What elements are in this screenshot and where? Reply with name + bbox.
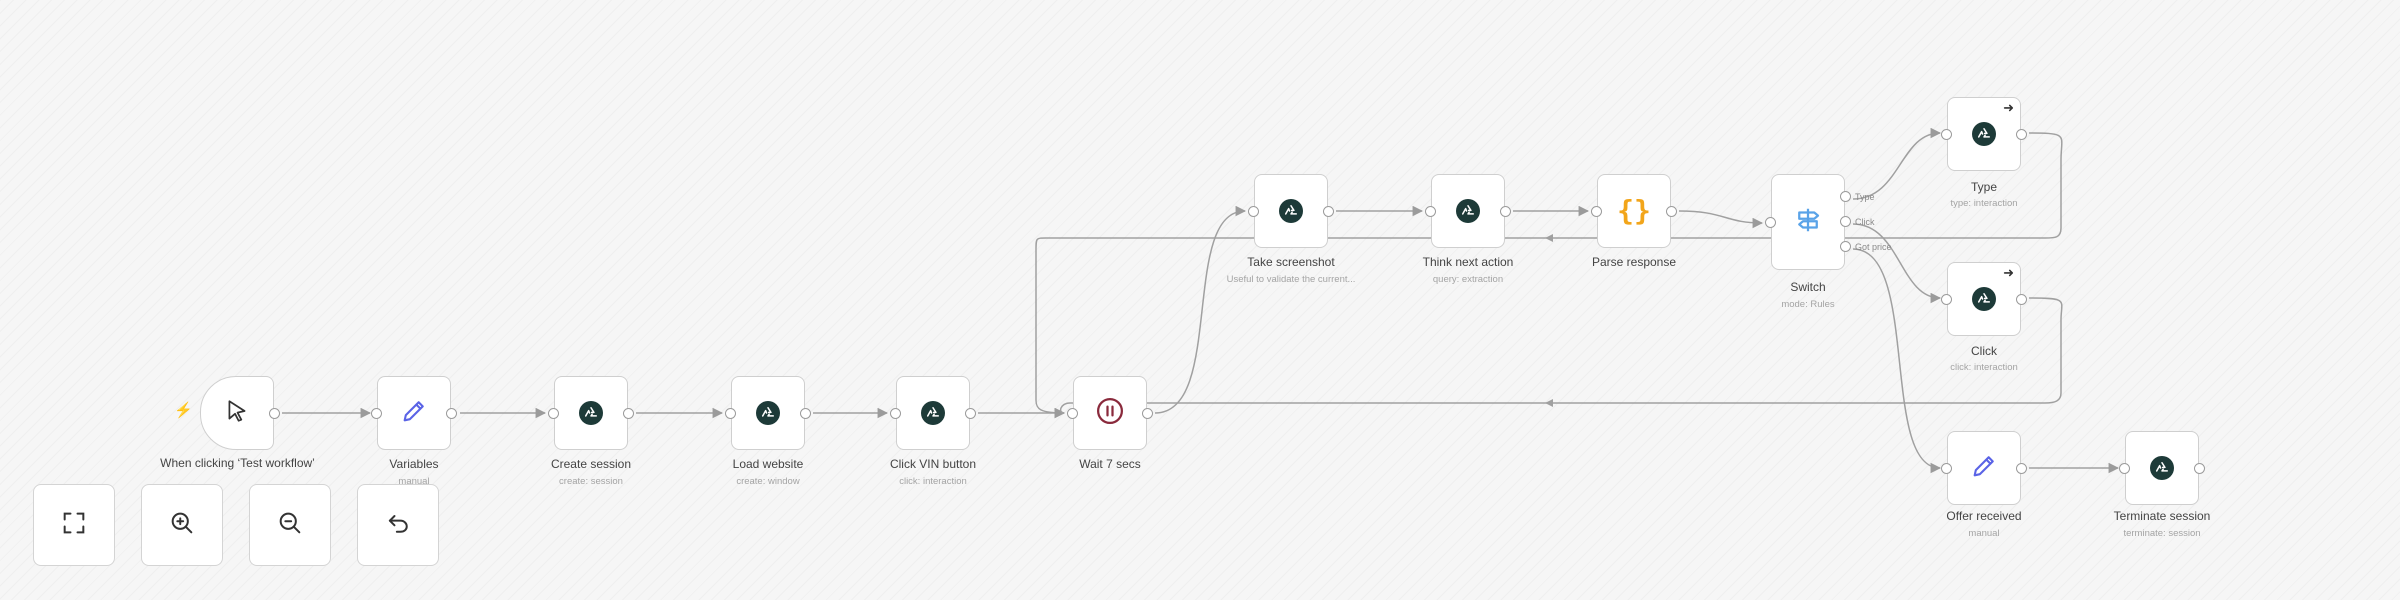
node-wait-label: Wait 7 secs [1079, 457, 1141, 471]
browser-agent-icon [1456, 199, 1480, 223]
zoom-in-icon [168, 509, 196, 542]
node-terminate-session[interactable] [2119, 431, 2205, 505]
input-port[interactable] [1941, 129, 1952, 140]
output-port[interactable] [800, 408, 811, 419]
browser-agent-icon [921, 401, 945, 425]
browser-agent-icon [1972, 287, 1996, 311]
node-switch-label: Switch [1790, 280, 1826, 294]
output-port[interactable] [2016, 294, 2027, 305]
node-type-sub: type: interaction [1950, 198, 2018, 209]
switch-output-label-type: Type [1855, 192, 1875, 202]
node-wait[interactable] [1067, 376, 1153, 450]
zoom-out-icon [276, 509, 304, 542]
input-port[interactable] [371, 408, 382, 419]
braces-icon: {} [1617, 194, 1651, 227]
node-click[interactable]: ➜ [1941, 262, 2027, 336]
node-variables-label: Variables [389, 457, 439, 471]
node-terminate-session-label: Terminate session [2113, 509, 2211, 523]
output-port[interactable] [1500, 206, 1511, 217]
switch-output-label-click: Click [1855, 217, 1875, 227]
node-switch[interactable] [1765, 174, 1851, 270]
input-port[interactable] [548, 408, 559, 419]
node-offer-received[interactable] [1941, 431, 2027, 505]
node-take-screenshot-sub: Useful to validate the current... [1226, 274, 1356, 285]
output-port[interactable] [2016, 129, 2027, 140]
node-parse-response[interactable]: {} [1591, 174, 1677, 248]
trigger-bolt-icon: ⚡ [174, 402, 193, 419]
edge-parse-switch [1678, 210, 1764, 229]
pencil-icon [400, 397, 428, 430]
node-offer-received-label: Offer received [1946, 509, 2022, 523]
input-port[interactable] [890, 408, 901, 419]
output-port[interactable] [1323, 206, 1334, 217]
node-parse-response-label: Parse response [1591, 255, 1677, 269]
node-trigger[interactable] [200, 376, 280, 450]
output-port[interactable] [623, 408, 634, 419]
node-load-website-sub: create: window [736, 476, 800, 487]
node-take-screenshot[interactable] [1248, 174, 1334, 248]
node-click-vin-sub: click: interaction [899, 476, 967, 487]
arrow-right-icon: ➜ [2003, 265, 2014, 280]
node-load-website-label: Load website [732, 457, 804, 471]
node-create-session-label: Create session [550, 457, 632, 471]
node-variables[interactable] [371, 376, 457, 450]
input-port[interactable] [1765, 217, 1776, 228]
arrow-right-icon: ➜ [2003, 100, 2014, 115]
node-think-next-action-label: Think next action [1422, 255, 1514, 269]
cursor-arrow-icon [224, 398, 250, 429]
node-click-vin-label: Click VIN button [889, 457, 977, 471]
input-port[interactable] [1941, 463, 1952, 474]
fit-view-icon [60, 509, 88, 542]
node-take-screenshot-label: Take screenshot [1247, 255, 1335, 269]
browser-agent-icon [2150, 456, 2174, 480]
node-think-next-action-sub: query: extraction [1432, 274, 1504, 285]
input-port[interactable] [1941, 294, 1952, 305]
pencil-icon [1970, 452, 1998, 485]
node-create-session-sub: create: session [559, 476, 623, 487]
node-trigger-label: When clicking ‘Test workflow’ [160, 456, 315, 470]
input-port[interactable] [1591, 206, 1602, 217]
node-terminate-session-sub: terminate: session [2123, 528, 2201, 539]
output-port[interactable] [1666, 206, 1677, 217]
input-port[interactable] [1067, 408, 1078, 419]
undo-icon [384, 509, 412, 542]
browser-agent-icon [579, 401, 603, 425]
zoom-out-button[interactable] [249, 484, 331, 566]
fit-to-view-button[interactable] [33, 484, 115, 566]
node-click-sub: click: interaction [1950, 362, 2018, 373]
browser-agent-icon [1279, 199, 1303, 223]
node-think-next-action[interactable] [1425, 174, 1511, 248]
output-port[interactable] [446, 408, 457, 419]
node-load-website[interactable] [725, 376, 811, 450]
switch-output-label-got-price: Got price [1855, 242, 1892, 252]
node-click-label: Click [1971, 344, 1997, 358]
output-port[interactable] [2016, 463, 2027, 474]
output-port[interactable] [1142, 408, 1153, 419]
input-port[interactable] [725, 408, 736, 419]
pause-icon [1095, 396, 1125, 431]
output-port[interactable] [2194, 463, 2205, 474]
input-port[interactable] [1248, 206, 1259, 217]
edge-wait-screenshot [1154, 205, 1247, 414]
node-variables-sub: manual [398, 476, 430, 487]
browser-agent-icon [756, 401, 780, 425]
output-port[interactable] [965, 408, 976, 419]
output-port-click[interactable] [1840, 216, 1851, 227]
node-type[interactable]: ➜ [1941, 97, 2027, 171]
output-port-type[interactable] [1840, 191, 1851, 202]
output-port-got-price[interactable] [1840, 241, 1851, 252]
signpost-icon [1793, 205, 1823, 240]
zoom-in-button[interactable] [141, 484, 223, 566]
node-switch-sub: mode: Rules [1781, 299, 1835, 310]
node-create-session[interactable] [548, 376, 634, 450]
input-port[interactable] [2119, 463, 2130, 474]
output-port[interactable] [269, 408, 280, 419]
reset-zoom-button[interactable] [357, 484, 439, 566]
node-type-label: Type [1970, 180, 1997, 194]
node-click-vin-button[interactable] [890, 376, 976, 450]
input-port[interactable] [1425, 206, 1436, 217]
node-offer-received-sub: manual [1968, 528, 2000, 539]
browser-agent-icon [1972, 122, 1996, 146]
